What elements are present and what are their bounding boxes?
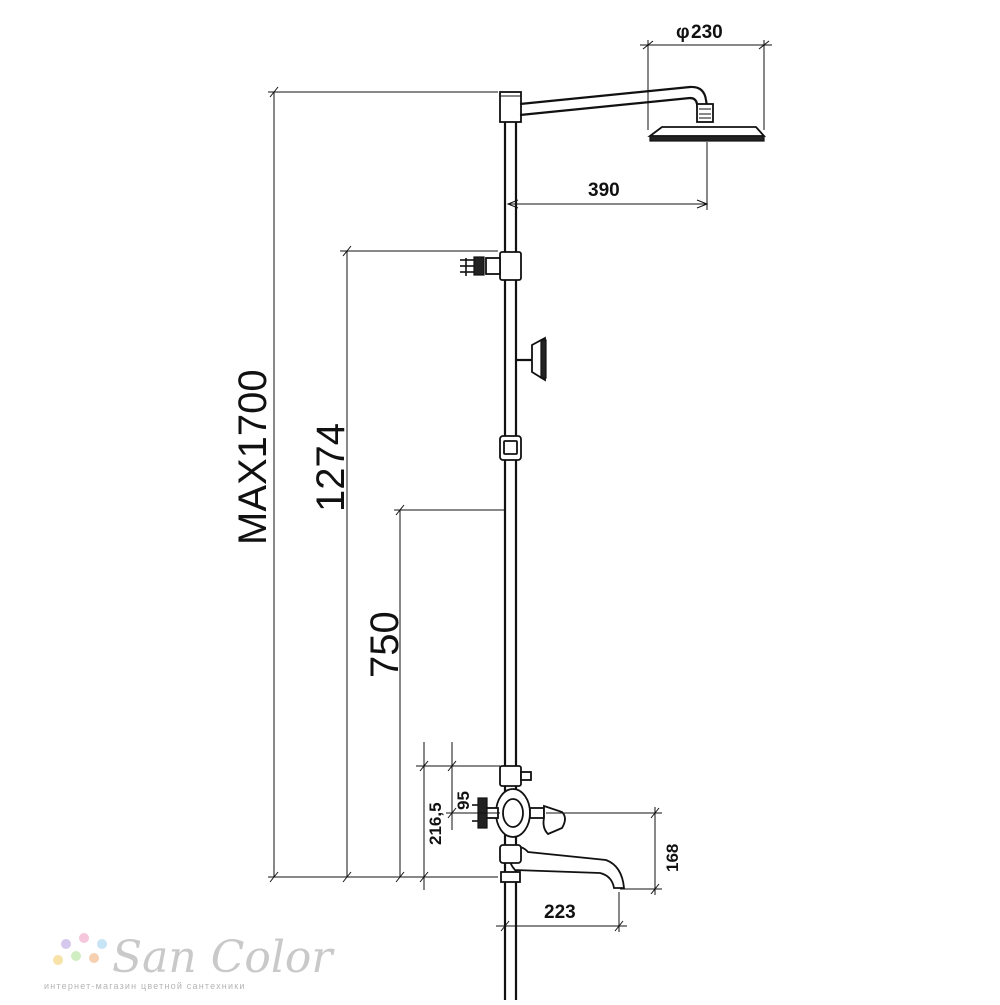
- side-bracket: [516, 336, 547, 382]
- logo-dot: [89, 953, 99, 963]
- dim-holder-height-label: 1274: [309, 423, 353, 512]
- dim-bar-height: 750: [363, 504, 505, 883]
- slider-clamp: [499, 435, 522, 461]
- dim-bar-height-label: 750: [363, 611, 407, 678]
- brand-logo: San Color интернет-магазин цветной санте…: [44, 932, 335, 991]
- logo-dots: [53, 933, 107, 965]
- logo-dot: [79, 933, 89, 943]
- dim-inlet-height-label: 216,5: [426, 802, 445, 845]
- logo-dot: [71, 951, 81, 961]
- logo-dot: [97, 939, 107, 949]
- hand-shower-holder: [460, 251, 522, 281]
- dim-holder-height: 1274: [309, 245, 498, 883]
- shower-head: [647, 126, 767, 142]
- dim-head-diameter-label: 230: [691, 22, 723, 43]
- overhead-arm: [519, 85, 714, 123]
- dim-arm-reach-label: 390: [588, 180, 620, 201]
- dim-outlet-spacing-label: 95: [454, 791, 473, 810]
- dim-max-height-label: MAX1700: [231, 369, 275, 545]
- dim-arm-reach: 390: [506, 142, 709, 210]
- bath-mixer: [472, 765, 625, 1000]
- diameter-symbol: φ: [676, 22, 690, 43]
- logo-tagline: интернет-магазин цветной сантехники: [44, 981, 246, 991]
- dim-spout-drop-label: 168: [663, 844, 682, 872]
- dim-inlet-height: 216,5: [416, 742, 500, 890]
- shower-column: [499, 91, 522, 880]
- dim-spout-reach: 223: [496, 892, 627, 934]
- logo-name: San Color: [112, 932, 335, 983]
- dim-spout-drop: 168: [546, 807, 682, 895]
- dim-outlet-spacing: 95: [446, 742, 500, 830]
- dim-spout-reach-label: 223: [544, 902, 576, 923]
- logo-dot: [61, 939, 71, 949]
- dim-max-height: MAX1700: [231, 86, 498, 883]
- logo-dot: [53, 955, 63, 965]
- dim-head-diameter: φ 230: [640, 22, 772, 130]
